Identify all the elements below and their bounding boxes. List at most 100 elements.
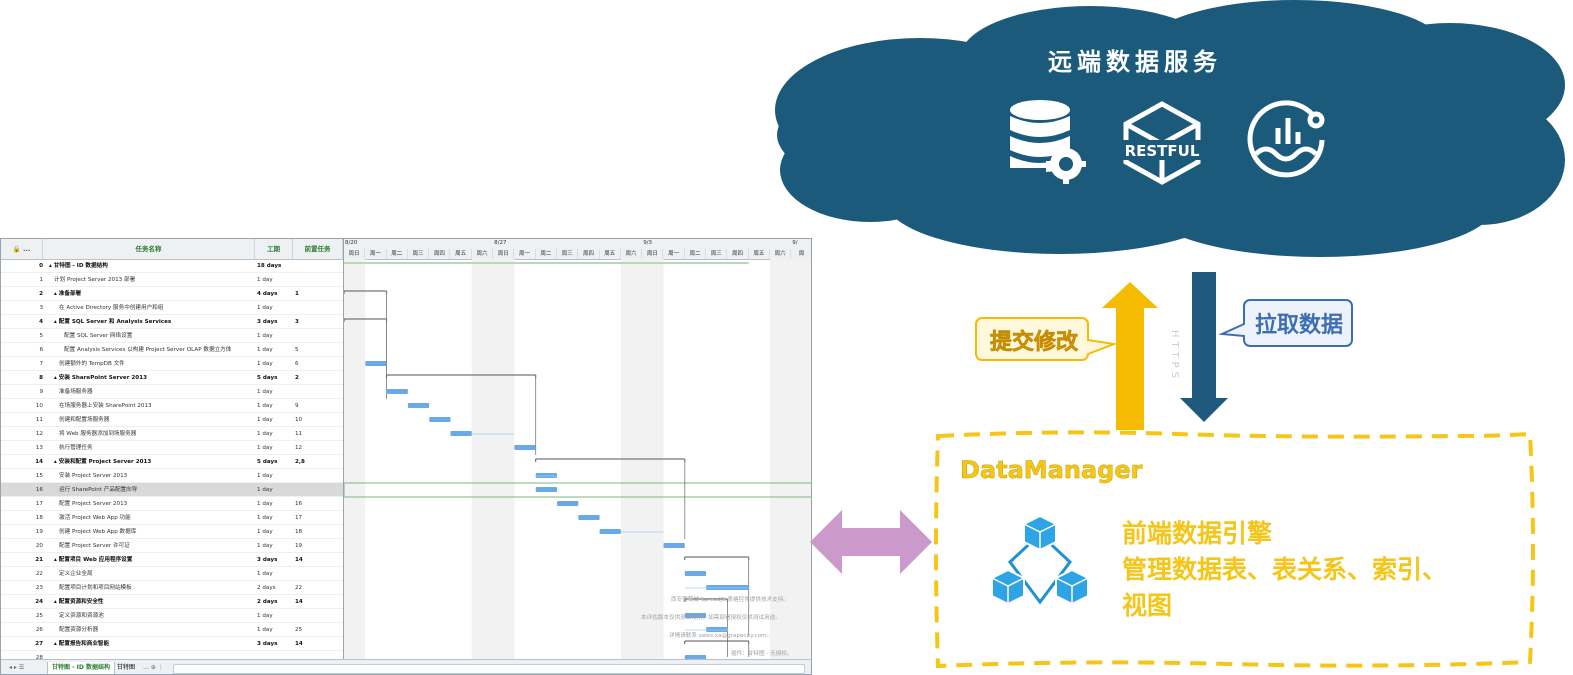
task-id: 7 <box>39 361 43 367</box>
grid-divider[interactable] <box>343 239 344 659</box>
data-analytics-icon <box>1247 100 1325 178</box>
task-name: 定义企业全局 <box>59 571 93 577</box>
task-name: ▴ 安装和配置 Project Server 2013 <box>54 459 152 465</box>
header-lock[interactable]: 🔒 ... <box>1 239 43 259</box>
add-sheet-icon[interactable]: … ⊕ ⋮ <box>143 664 164 671</box>
task-duration: 1 day <box>257 543 273 549</box>
summary-bracket <box>684 556 750 560</box>
watermark-line-3: 详情请联系 sales.xa@grapecity.com。 <box>669 633 773 639</box>
task-predecessor: 12 <box>295 445 303 451</box>
task-name: 激活 Project Web App 功能 <box>59 515 131 521</box>
tab-gantt[interactable]: 甘特图 <box>117 664 136 671</box>
horizontal-scrollbar[interactable] <box>173 664 805 674</box>
header-predecessor[interactable]: 前置任务 <box>293 239 343 259</box>
task-predecessor: 1 <box>295 291 299 297</box>
day-label: 周二 <box>387 249 408 259</box>
task-bar <box>407 403 430 408</box>
pull-label: 拉取数据 <box>1255 312 1343 338</box>
day-label: 周 <box>791 249 811 259</box>
task-id: 23 <box>35 585 43 591</box>
task-duration: 1 day <box>257 487 273 493</box>
task-predecessor: 25 <box>295 627 303 633</box>
task-duration: 3 days <box>257 319 278 325</box>
task-duration: 1 day <box>257 529 273 535</box>
task-duration: 1 day <box>257 277 273 283</box>
day-label: 周五 <box>749 249 770 259</box>
watermark-line-1: 西安葡萄城 SpreadJS 表格控件提供技术支持。 <box>671 597 789 603</box>
database-gear-icon <box>1010 100 1086 184</box>
task-bar <box>599 529 621 534</box>
watermark-line-2: 本评估版本仅供测试使用，如需部署授权仅供测试用途。 <box>641 615 781 621</box>
task-bar <box>429 417 451 422</box>
task-bar <box>450 431 472 436</box>
weekend-column <box>471 259 494 659</box>
https-label: HTTPS <box>1169 330 1180 382</box>
tab-nav-icons[interactable]: ◂ ▸ ☰ <box>9 664 25 671</box>
task-duration: 1 day <box>257 515 273 521</box>
task-id: 12 <box>35 431 43 437</box>
task-predecessor: 16 <box>295 501 303 507</box>
tab-gantt-id[interactable]: 甘特图 - ID 数据结构 <box>47 662 115 674</box>
restful-label: RESTFUL <box>1125 142 1200 160</box>
task-bar <box>663 543 685 548</box>
task-duration: 1 day <box>257 627 273 633</box>
task-id: 3 <box>39 305 43 311</box>
task-name: 创建额外的 TempDB 文件 <box>59 361 125 367</box>
pull-arrow <box>1180 272 1228 422</box>
task-predecessor: 14 <box>295 599 303 605</box>
task-predecessor: 5 <box>295 347 299 353</box>
task-predecessor: 22 <box>295 585 303 591</box>
submit-callout: 提交修改 <box>975 317 1118 361</box>
task-duration: 1 day <box>257 347 273 353</box>
task-predecessor: 14 <box>295 557 303 563</box>
task-name: ▴ 配置项目 Web 应用程序设置 <box>54 557 133 563</box>
task-duration: 1 day <box>257 613 273 619</box>
cloud-shape <box>775 0 1565 257</box>
task-bar <box>684 571 707 576</box>
task-name: 创建和配置场服务器 <box>59 417 110 423</box>
task-duration: 18 days <box>257 263 282 269</box>
task-id: 10 <box>35 403 43 409</box>
week-label: 8/20 <box>345 240 358 246</box>
architecture-diagram: 远端数据服务 RESTFUL HTTPS 提交修改 <box>775 0 1565 669</box>
gantt-chart <box>344 259 811 659</box>
task-predecessor: 9 <box>295 403 299 409</box>
task-id: 21 <box>35 557 43 563</box>
task-id: 14 <box>35 459 43 465</box>
task-id: 9 <box>39 389 43 395</box>
task-name: ▴ 甘特图 - ID 数据结构 <box>49 263 108 269</box>
header-task-name[interactable]: 任务名称 <box>43 239 255 259</box>
header-duration[interactable]: 工期 <box>255 239 293 259</box>
task-duration: 1 day <box>257 403 273 409</box>
weekend-column <box>791 259 811 659</box>
